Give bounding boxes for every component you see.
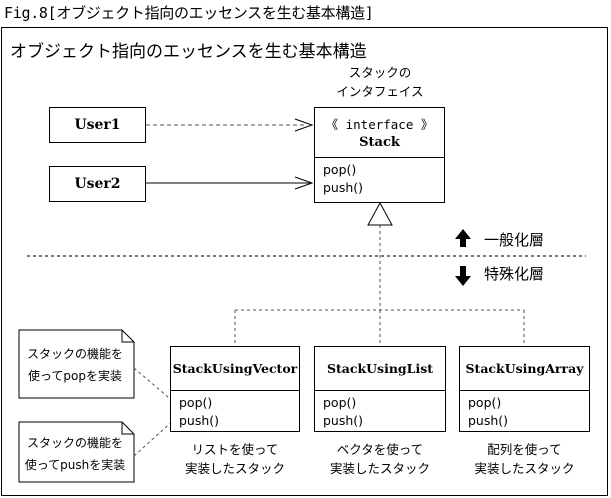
stack-interface-header: 《 interface 》 Stack [315, 108, 444, 158]
array-caption: 配列を使って 実装したスタック [459, 440, 590, 478]
interface-caption-line2: インタフェイス [336, 84, 424, 99]
caption-line1: ベクタを使って [336, 442, 424, 457]
operation: pop() [468, 395, 502, 410]
note-line1: スタックの機能を [26, 347, 123, 361]
note-pop: スタックの機能を 使ってpopを実装 [19, 343, 131, 387]
class-name: StackUsingArray [460, 347, 589, 391]
operation: push() [179, 413, 220, 428]
note-line1: スタックの機能を [26, 436, 123, 450]
note-line2: 使ってpopを実装 [28, 369, 122, 383]
down-arrow-icon [455, 266, 471, 286]
diagram-title: オブジェクト指向のエッセンスを生む基本構造 [10, 42, 367, 62]
operation: push() [468, 413, 509, 428]
generalization-layer-label: 一般化層 [484, 231, 545, 249]
specialization-layer-label: 特殊化層 [484, 265, 545, 283]
class-operations: pop() push() [171, 391, 299, 430]
up-arrow-icon [455, 229, 471, 247]
caption-line1: リストを使って [191, 442, 279, 457]
user1-arrowhead [294, 118, 314, 132]
note-pop-shape [18, 329, 135, 399]
user2-box: User2 [49, 166, 146, 202]
note-push-shape [18, 421, 135, 483]
caption-line2: 実装したスタック [329, 461, 430, 476]
class-operations: pop() push() [315, 391, 445, 430]
operation: pop() [323, 395, 357, 410]
operation: push() [323, 180, 364, 195]
user2-arrowhead [294, 176, 314, 190]
note-push: スタックの機能を 使ってpushを実装 [19, 432, 131, 476]
class-operations: pop() push() [460, 391, 589, 430]
diagram-frame [1, 27, 608, 496]
stack-using-list-box: StackUsingList pop() push() [314, 346, 446, 432]
caption-line2: 実装したスタック [184, 461, 285, 476]
note-push-anchor [133, 418, 176, 457]
class-name: StackUsingList [315, 347, 445, 391]
user1-box: User1 [49, 107, 146, 143]
list-caption: ベクタを使って 実装したスタック [314, 440, 446, 478]
stack-using-array-box: StackUsingArray pop() push() [459, 346, 590, 432]
stack-using-vector-box: StackUsingVector pop() push() [170, 346, 300, 432]
interface-operations: pop() push() [315, 158, 444, 197]
operation: pop() [323, 162, 357, 177]
note-pop-anchor [133, 367, 176, 404]
note-line2: 使ってpushを実装 [24, 458, 126, 472]
operation: pop() [179, 395, 213, 410]
interface-stereotype: 《 interface 》 [325, 117, 434, 132]
caption-line1: 配列を使って [487, 442, 562, 457]
interface-name: Stack [359, 135, 400, 150]
stack-interface-box: 《 interface 》 Stack pop() push() [314, 107, 445, 203]
operation: push() [323, 413, 364, 428]
interface-caption-line1: スタックの [348, 65, 412, 80]
realization-triangle [367, 201, 393, 226]
interface-caption: スタックの インタフェイス [325, 63, 435, 101]
class-name: StackUsingVector [171, 347, 299, 391]
figure-caption: Fig.8[オブジェクト指向のエッセンスを生む基本構造] [4, 4, 374, 22]
caption-line2: 実装したスタック [474, 461, 575, 476]
vector-caption: リストを使って 実装したスタック [170, 440, 300, 478]
